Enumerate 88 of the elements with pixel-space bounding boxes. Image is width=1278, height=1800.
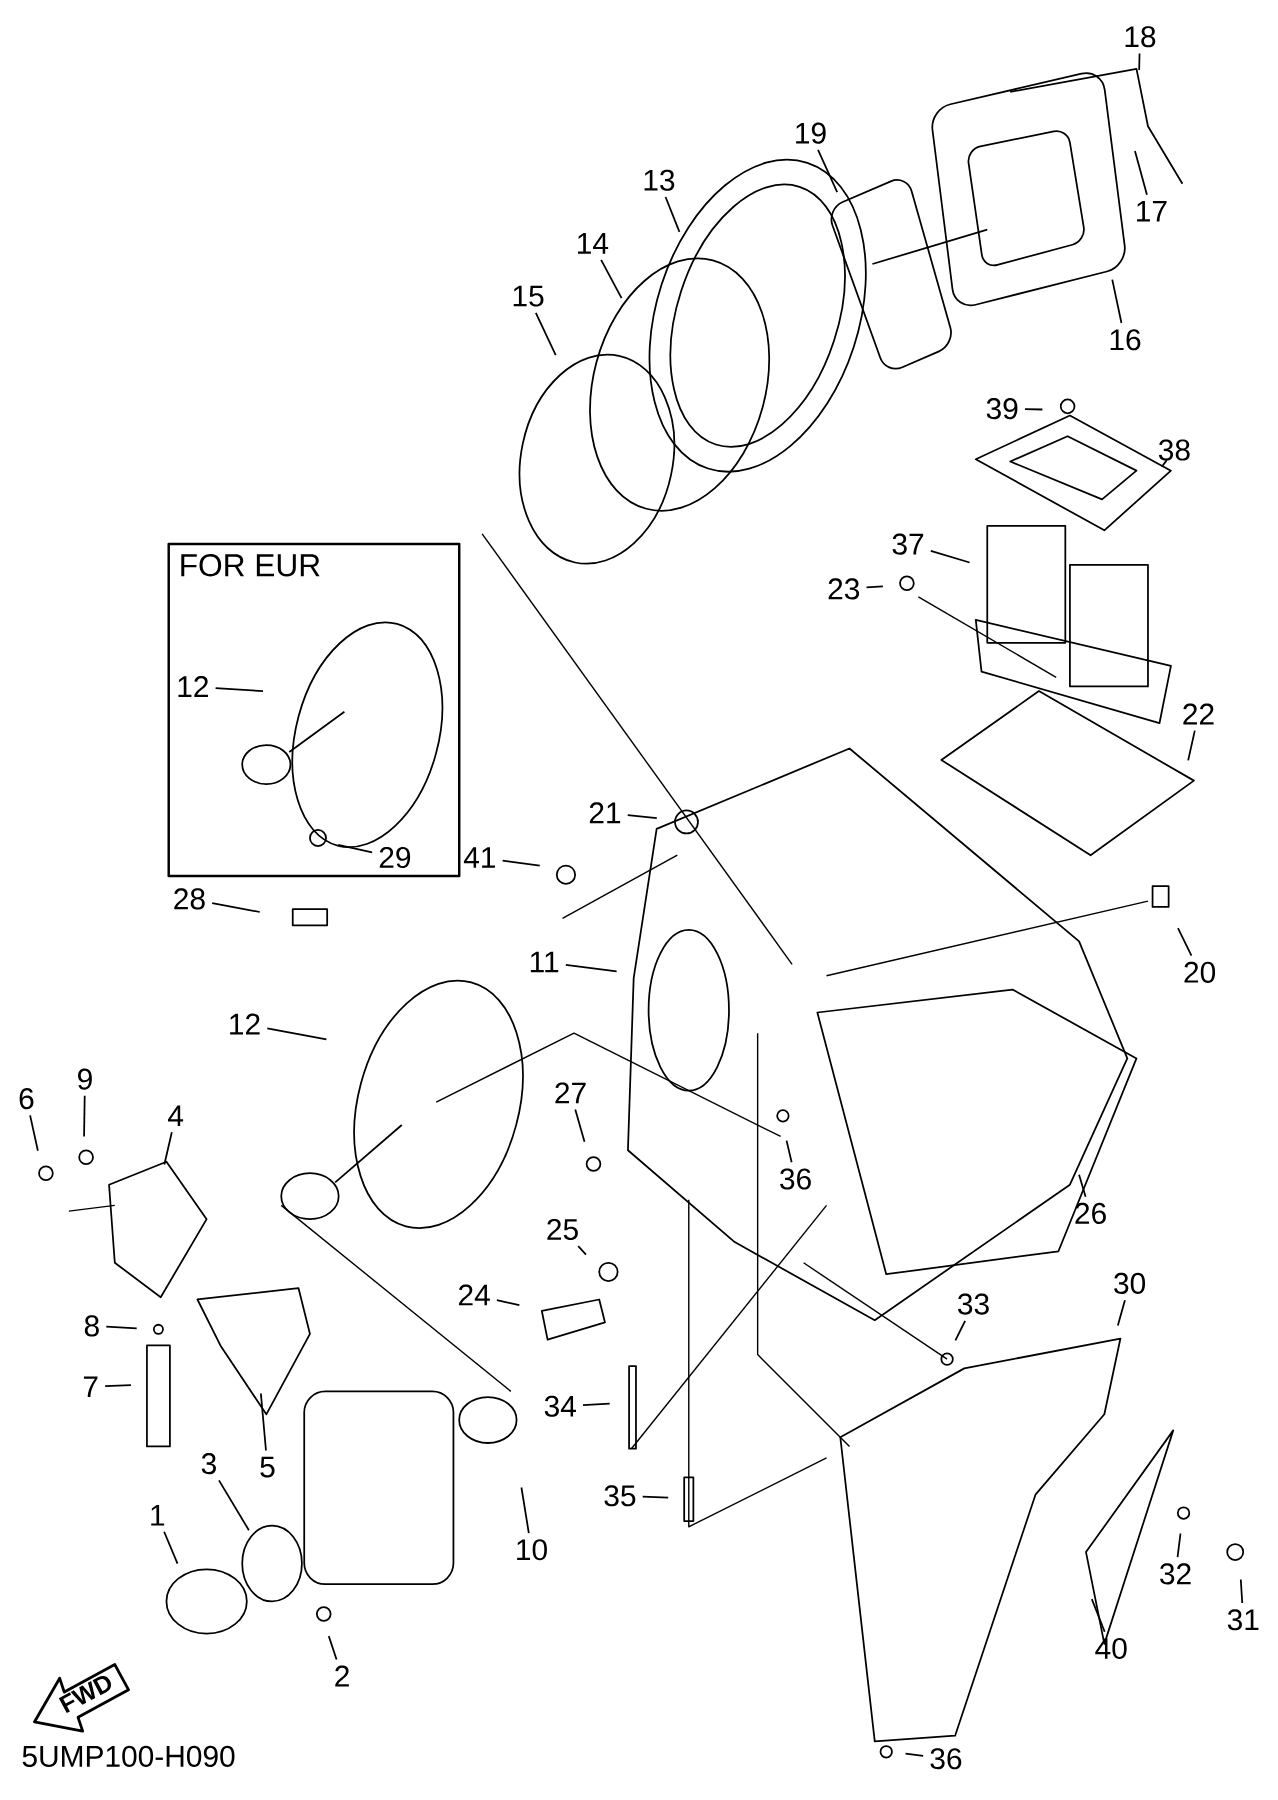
part-code: 5UMP100-H090 [22,1745,235,1767]
leader-line [785,1139,793,1164]
callout-number: 8 [85,1315,99,1337]
callout-number: 28 [174,888,205,910]
callout-number: 6 [19,1088,34,1110]
callout-number: 13 [644,169,675,191]
leader-line [1240,1578,1244,1604]
leader-line [1176,1532,1182,1558]
leader-line [1161,459,1168,468]
callout-number: 25 [547,1218,579,1241]
leader-line [1111,278,1123,324]
leader-line [29,1114,39,1152]
callout-number: 36 [780,1168,812,1190]
callout-number: 39 [986,398,1018,420]
leader-line [328,1635,338,1661]
leader-line [163,1530,179,1565]
leader-line [577,1245,588,1256]
callout-number: 7 [84,1376,98,1398]
callout-number: 17 [1137,200,1167,222]
callout-number: 40 [1095,1637,1127,1660]
leader-line [1177,927,1193,957]
callout-number: 12 [178,676,209,697]
leader-line [817,149,839,193]
leader-line [218,1479,250,1532]
callout-number: 32 [1160,1563,1191,1585]
callout-number: 27 [555,1082,586,1104]
callout-number: 29 [379,846,411,869]
leader-line [565,963,618,973]
callout-number: 18 [1125,26,1156,48]
leader-line [574,1108,586,1143]
leader-line [1187,729,1196,762]
leader-line [1138,52,1141,71]
leader-line [337,844,374,854]
callout-number: 21 [590,802,621,824]
callout-number: 24 [459,1284,491,1306]
leader-line [496,1299,521,1307]
callout-number: 36 [930,1748,962,1770]
callout-number: 38 [1159,439,1190,461]
leader-line [266,1027,328,1041]
callout-number: 33 [958,1293,989,1315]
callout-number: 10 [517,1539,548,1561]
leader-line [535,311,557,357]
callout-number: 12 [230,1013,260,1035]
callout-number: 4 [168,1105,184,1127]
leader-line [641,1495,670,1499]
leader-line [105,1325,138,1330]
leader-line [163,1131,173,1166]
callout-number: 16 [1110,329,1141,351]
leader-line [664,196,681,233]
leader-line [1078,1173,1087,1198]
leader-line [83,1094,86,1138]
callout-number: 41 [464,847,496,868]
callout-number: 26 [1075,1202,1107,1224]
leader-line [1091,1598,1106,1633]
direction-label: FWD [59,1675,112,1714]
callout-number: 30 [1114,1272,1146,1294]
leader-line [501,859,541,867]
leader-line [930,550,971,564]
callout-number: 2 [335,1665,350,1687]
callout-number: 3 [201,1453,217,1475]
leader-line [627,814,658,819]
leader-line [954,1319,967,1342]
callout-number: 20 [1184,961,1216,983]
leader-line [1024,408,1044,411]
leader-line [582,1402,611,1406]
callout-number: 37 [892,533,924,555]
leader-line [600,258,623,299]
callout-number: 9 [78,1068,92,1090]
leader-line [211,902,261,913]
callout-number: 35 [604,1485,636,1507]
callout-number: 19 [796,122,826,144]
callout-number: 5 [260,1456,275,1478]
callout-number: 22 [1183,703,1214,725]
callout-number: 31 [1227,1609,1259,1631]
callout-number: 34 [544,1395,577,1417]
leader-line [104,1384,132,1388]
callout-number: 1 [151,1505,165,1526]
leader-line [214,687,264,693]
leader-line [904,1752,925,1757]
leader-line [1134,150,1148,196]
callout-number: 23 [828,578,860,600]
leader-line [260,1392,267,1452]
callout-number: 15 [513,285,544,307]
leader-line [1117,1299,1126,1327]
callout-number: 14 [578,233,609,254]
leader-line [865,585,884,589]
leader-line [520,1486,530,1534]
callout-number: 11 [531,951,559,973]
